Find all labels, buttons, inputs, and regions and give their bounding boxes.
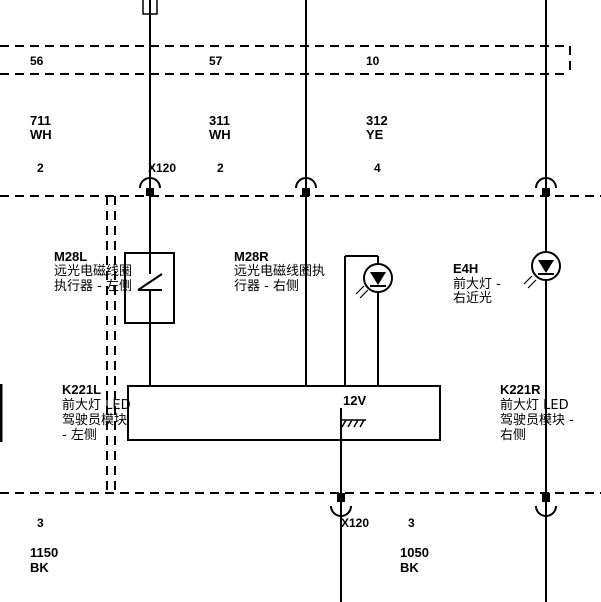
bottom-connector-label: X120 — [341, 516, 369, 530]
top-pin-10: 10 — [366, 54, 380, 68]
module-voltage-label: 12V — [343, 393, 366, 408]
wire-711-pin: 2 — [37, 161, 44, 175]
k221r-line2: 驾驶员模块 - — [500, 413, 574, 428]
k221l-code: K221L — [62, 382, 101, 397]
e4h-emit-rays-icon — [523, 275, 537, 289]
top-pin-56: 56 — [30, 54, 44, 68]
terminal-bottom-right — [535, 505, 557, 517]
m28r-line1: 远光电磁线圈执 — [234, 264, 325, 279]
k221l-module-box — [127, 385, 441, 441]
k221r-line1: 前大灯 LED — [500, 397, 569, 413]
e4h-line1: 前大灯 - — [453, 276, 501, 292]
wire-1150-color: BK — [30, 560, 49, 575]
wire-311-circuit: 311 — [209, 113, 230, 128]
bottom-pin-right: 3 — [408, 516, 415, 530]
m28r-code: M28R — [234, 249, 269, 264]
m28l-line2: 执行器 - 左侧 — [54, 279, 132, 294]
wire-311-pin: 2 — [217, 161, 224, 175]
terminal-block-1 — [146, 188, 154, 196]
led-emit-rays-icon — [355, 285, 369, 299]
terminal-block-2 — [302, 188, 310, 196]
top-pin-57: 57 — [209, 54, 223, 68]
wire-312-color: YE — [366, 127, 384, 142]
wire-711-color: WH — [30, 127, 52, 142]
wire-711-circuit: 711 — [30, 113, 51, 128]
terminal-block-4 — [337, 493, 345, 502]
m28r-line2: 行器 - 右侧 — [234, 279, 299, 294]
wire-311-color: WH — [209, 127, 231, 142]
wire-312-pin: 4 — [374, 161, 381, 175]
top-connector-label: X120 — [148, 161, 176, 175]
e4h-line2: 右近光 — [453, 291, 492, 306]
terminal-block-5 — [542, 493, 550, 502]
e4h-code: E4H — [453, 261, 478, 276]
wire-1050-circuit: 1050 — [400, 545, 429, 560]
led-diode-icon — [370, 272, 386, 285]
k221r-code: K221R — [500, 382, 541, 397]
wire-1050-color: BK — [400, 560, 419, 575]
m28l-line1: 远光电磁线圈 — [54, 264, 132, 279]
ground-symbol-icon — [341, 419, 366, 428]
terminal-x120-pin2 — [139, 177, 161, 189]
terminal-pin2-right — [295, 177, 317, 189]
terminal-pin4 — [535, 177, 557, 189]
k221l-line3: - 左侧 — [62, 428, 97, 443]
k221r-line3: 右侧 — [500, 428, 526, 443]
k221l-line1: 前大灯 LED — [62, 397, 131, 413]
wire-1150-circuit: 1150 — [30, 545, 58, 560]
m28l-code: M28L — [54, 249, 87, 264]
bottom-pin-left: 3 — [37, 516, 44, 530]
k221l-line2: 驾驶员模块 — [62, 413, 127, 428]
e4h-diode-icon — [538, 260, 554, 273]
terminal-x120-bottom — [330, 505, 352, 517]
terminal-block-3 — [542, 188, 550, 196]
wire-312-circuit: 312 — [366, 113, 388, 128]
